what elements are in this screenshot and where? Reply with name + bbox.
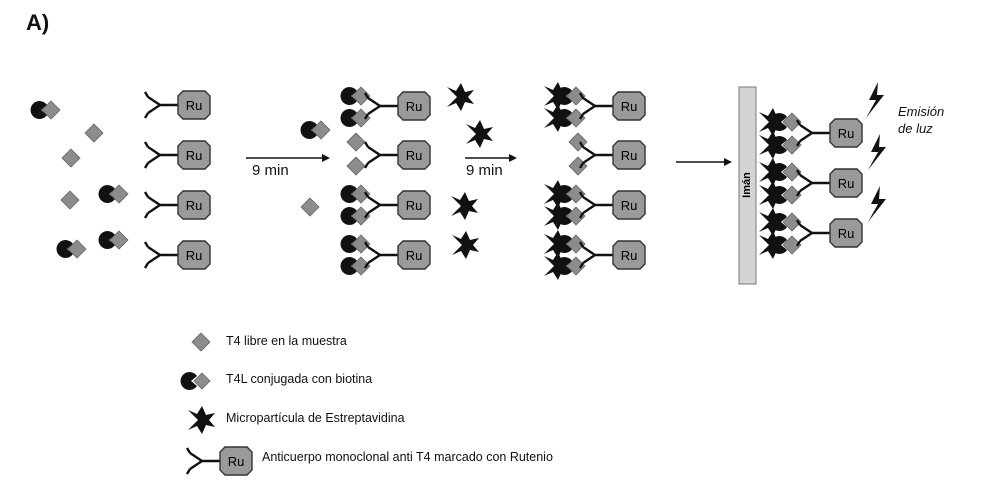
antibody-ru-conjugate: Ru: [143, 240, 211, 270]
stage-2: Ru Ru Ru Ru: [300, 83, 493, 276]
antibody-ru-conjugate: Ru: [143, 140, 211, 170]
legend-text: Anticuerpo monoclonal anti T4 marcado co…: [262, 450, 553, 464]
antibody-ru-conjugate: Ru: [363, 140, 431, 170]
legend-item-streptavidin: Micropartícula de Estreptavidina: [180, 405, 740, 435]
antibody-ru-conjugate: Ru: [578, 91, 646, 121]
antibody-ru-conjugate: Ru: [795, 168, 863, 198]
ru-label: Ru: [621, 148, 638, 163]
free-t4-icon: [84, 123, 104, 143]
ru-label: Ru: [186, 98, 203, 113]
free-t4-icon: [568, 156, 588, 176]
bound-complex: [544, 180, 586, 230]
streptavidin-microparticle-icon: [451, 192, 478, 220]
ru-label: Ru: [186, 248, 203, 263]
ru-label: Ru: [621, 248, 638, 263]
ru-label: Ru: [406, 198, 423, 213]
ru-label: Ru: [621, 99, 638, 114]
free-t4-icon: [300, 197, 320, 217]
stage-4: Imán Ru Ru Ru: [738, 82, 886, 285]
light-emission-icon: [866, 82, 884, 118]
ru-label: Ru: [838, 126, 855, 141]
antibody-ru-conjugate: Ru: [578, 140, 646, 170]
emission-label: Emisión de luz: [898, 103, 968, 137]
stage-3: Ru Ru Ru Ru: [544, 82, 646, 280]
antibody-ru-conjugate: Ru: [578, 240, 646, 270]
streptavidin-microparticle-icon: [452, 231, 479, 259]
ru-label: Ru: [838, 226, 855, 241]
free-t4-icon: [60, 190, 80, 210]
legend-item-free-t4: T4 libre en la muestra: [180, 328, 740, 358]
free-t4-icon: [346, 156, 366, 176]
ru-label: Ru: [186, 148, 203, 163]
legend-text: T4 libre en la muestra: [226, 334, 347, 348]
bound-complex: [544, 82, 586, 132]
antibody-ru-conjugate: Ru: [143, 190, 211, 220]
step-arrow-2: [465, 154, 517, 162]
antibody-ru-conjugate: Ru: [578, 190, 646, 220]
light-emission-icon: [868, 186, 886, 222]
antibody-ru-conjugate: Ru: [363, 240, 431, 270]
step-1-time-label: 9 min: [252, 162, 289, 179]
step-2-time-label: 9 min: [466, 162, 503, 179]
ru-label: Ru: [228, 454, 245, 469]
emission-line-1: Emisión: [898, 104, 945, 119]
free-t4-icon: [346, 132, 366, 152]
ru-label: Ru: [406, 248, 423, 263]
legend: T4 libre en la muestra T4L conjugada con…: [180, 328, 740, 478]
ru-label: Ru: [838, 176, 855, 191]
ru-label: Ru: [186, 198, 203, 213]
light-emission-icon: [868, 134, 886, 170]
streptavidin-microparticle-icon: [447, 83, 474, 111]
step-arrow-1: [246, 154, 330, 162]
panel-label: A): [26, 10, 50, 35]
magnet-label: Imán: [741, 172, 753, 198]
antibody-ru-conjugate: Ru: [363, 190, 431, 220]
antibody-ru-conjugate: Ru: [143, 90, 211, 120]
bound-complex: [759, 158, 802, 209]
free-t4-icon: [191, 332, 211, 352]
bound-complex: [544, 230, 586, 280]
legend-text: Micropartícula de Estreptavidina: [226, 411, 405, 425]
ru-label: Ru: [406, 99, 423, 114]
free-t4-icon: [61, 148, 81, 168]
magnet-bar: [738, 86, 757, 285]
diagram-canvas: Ru Ru Ru Ru Ru Ru Ru Ru: [30, 82, 886, 285]
legend-item-antibody: Ru Anticuerpo monoclonal anti T4 marcado…: [180, 444, 740, 476]
legend-text: T4L conjugada con biotina: [226, 372, 373, 386]
ru-label: Ru: [406, 148, 423, 163]
antibody-ru-conjugate-icon: Ru: [185, 446, 253, 476]
biotin-conjugate-icon: [180, 372, 211, 390]
streptavidin-microparticle-icon: [188, 406, 215, 434]
bound-complex: [759, 108, 802, 159]
legend-item-biotin: T4L conjugada con biotina: [180, 366, 740, 396]
antibody-ru-conjugate: Ru: [795, 218, 863, 248]
antibody-ru-conjugate: Ru: [795, 118, 863, 148]
bound-complex: [759, 208, 802, 259]
stage-1: Ru Ru Ru Ru: [30, 90, 211, 270]
emission-line-2: de luz: [898, 121, 933, 136]
antibody-ru-conjugate: Ru: [363, 91, 431, 121]
ru-label: Ru: [621, 198, 638, 213]
step-arrow-3: [676, 158, 732, 166]
streptavidin-microparticle-icon: [466, 120, 493, 148]
